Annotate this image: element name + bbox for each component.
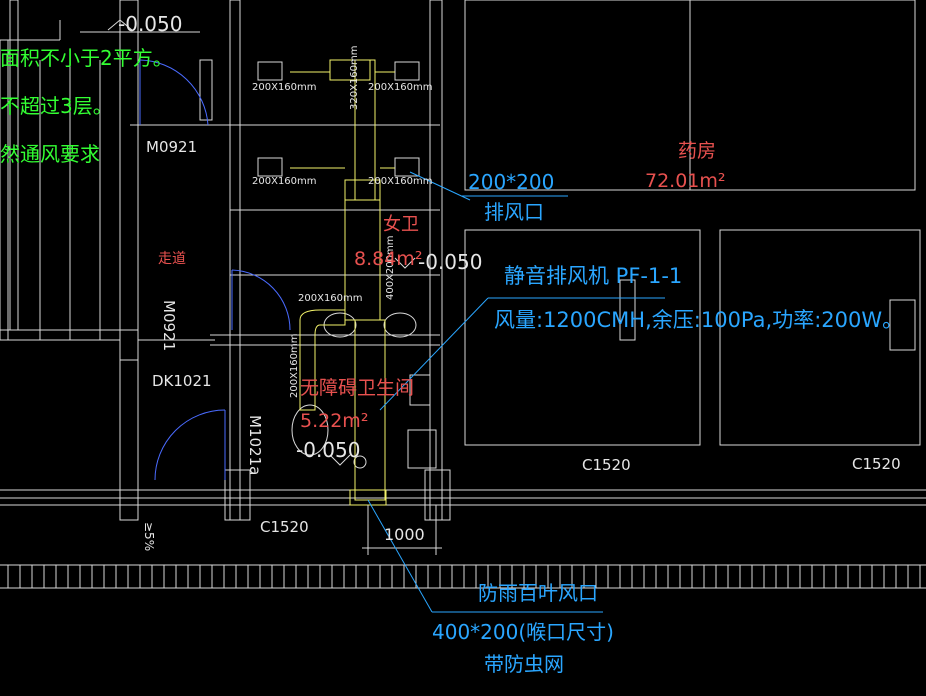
exhaust-name-label: 排风口: [484, 200, 544, 224]
door-swings: [139, 59, 291, 481]
duct-size-left-vertical: 200X160mm: [289, 333, 300, 398]
room-area-pharmacy: 72.01m²: [645, 170, 726, 192]
room-area-womens-wc: 8.84m²: [354, 248, 423, 270]
dimension-1000: [362, 505, 442, 555]
louver-size-label: 400*200(喉口尺寸): [432, 620, 614, 644]
louver-name-label: 防雨百叶风口: [478, 581, 598, 605]
fan-name-label: 静音排风机 PF-1-1: [504, 264, 683, 288]
room-label-corridor: 走道: [158, 251, 186, 267]
level-top: -0.050: [118, 12, 183, 36]
duct-size-riser: 320X160mm: [349, 45, 360, 110]
room-label-womens-wc: 女卫: [383, 214, 419, 235]
room-label-pharmacy: 药房: [678, 140, 717, 162]
fan-spec-label: 风量:1200CMH,余压:100Pa,功率:200W。: [494, 308, 904, 332]
level-marks: [80, 19, 416, 466]
balustrade: [7, 565, 921, 588]
ductwork: [290, 59, 395, 506]
room-label-accessible-wc: 无障碍卫生间: [300, 377, 415, 399]
window-label-c1520-bottom: C1520: [260, 518, 309, 536]
duct-size-tl: 200X160mm: [252, 82, 317, 93]
dimension-label-1000: 1000: [384, 525, 425, 544]
note-green-1: 面积不小于2平方。: [0, 46, 173, 70]
duct-size-ml: 200X160mm: [252, 176, 317, 187]
door-label-m1021a: M1021a: [246, 415, 264, 476]
level-low: -0.050: [296, 438, 361, 462]
fixtures: [257, 61, 437, 469]
window-label-c1520-a: C1520: [582, 456, 631, 474]
door-label-m0921-side: M0921: [160, 300, 178, 352]
level-mid: -0.050: [418, 250, 483, 274]
duct-size-mr: 200X160mm: [368, 176, 433, 187]
exhaust-size-label: 200*200: [468, 170, 555, 194]
slope-label: ≥5%: [142, 522, 156, 552]
room-area-accessible-wc: 5.22m²: [300, 410, 369, 432]
leader-lines: [367, 171, 665, 613]
duct-size-tr: 200X160mm: [368, 82, 433, 93]
note-green-2: 不超过3层。: [0, 94, 113, 118]
louver-net-label: 带防虫网: [484, 652, 564, 676]
window-label-c1520-b: C1520: [852, 455, 901, 473]
note-green-3: 然通风要求: [0, 142, 100, 166]
duct-size-lower: 200X160mm: [298, 293, 363, 304]
door-label-dk1021: DK1021: [152, 372, 212, 390]
door-label-m0921-top: M0921: [146, 138, 198, 156]
walls: [0, 0, 926, 589]
